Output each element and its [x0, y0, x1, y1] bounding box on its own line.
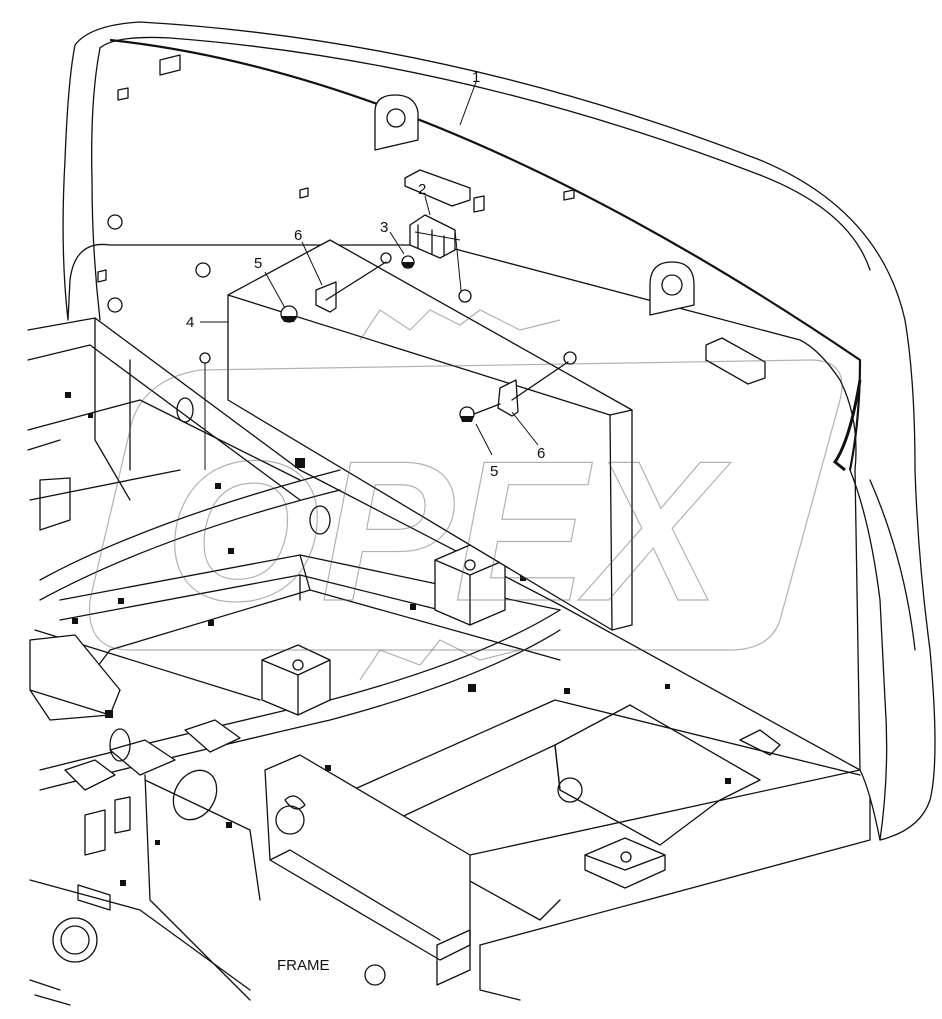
- callout-6-right: 6: [537, 445, 545, 462]
- callout-labels: 1 2 3 4 5 6 5 6: [186, 69, 545, 480]
- callout-1: 1: [472, 69, 480, 86]
- callout-4: 4: [186, 314, 194, 331]
- callout-6-left: 6: [294, 227, 302, 244]
- frame-structure: [27, 317, 871, 1006]
- watermark-text: OPEX: [165, 420, 731, 643]
- callout-5-left: 5: [254, 255, 262, 272]
- callout-3: 3: [380, 219, 388, 236]
- callout-2: 2: [418, 181, 426, 198]
- bolt-and-clip-left: [280, 261, 387, 323]
- counterweight: [62, 21, 936, 841]
- frame-label: FRAME: [277, 957, 330, 974]
- bolt-and-clip-right: [459, 361, 569, 422]
- panel-part-4: [199, 239, 633, 631]
- callout-5-right: 5: [490, 463, 498, 480]
- watermark-logo: OPEX: [88, 309, 843, 681]
- bracket-part-2: [409, 214, 463, 301]
- callout-leaders: [200, 81, 539, 456]
- bolt-part-3: [380, 252, 472, 303]
